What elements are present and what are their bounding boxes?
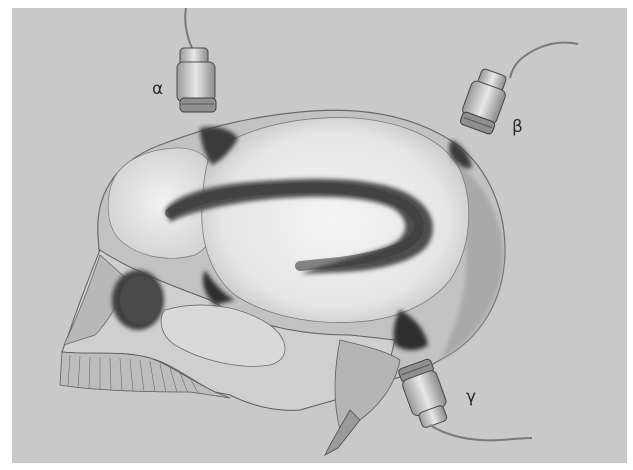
- label-alpha: α: [152, 79, 163, 99]
- label-gamma: γ: [466, 387, 476, 407]
- sensor-gamma: [397, 358, 532, 441]
- sensor-alpha: [177, 8, 216, 112]
- label-beta: β: [512, 117, 523, 137]
